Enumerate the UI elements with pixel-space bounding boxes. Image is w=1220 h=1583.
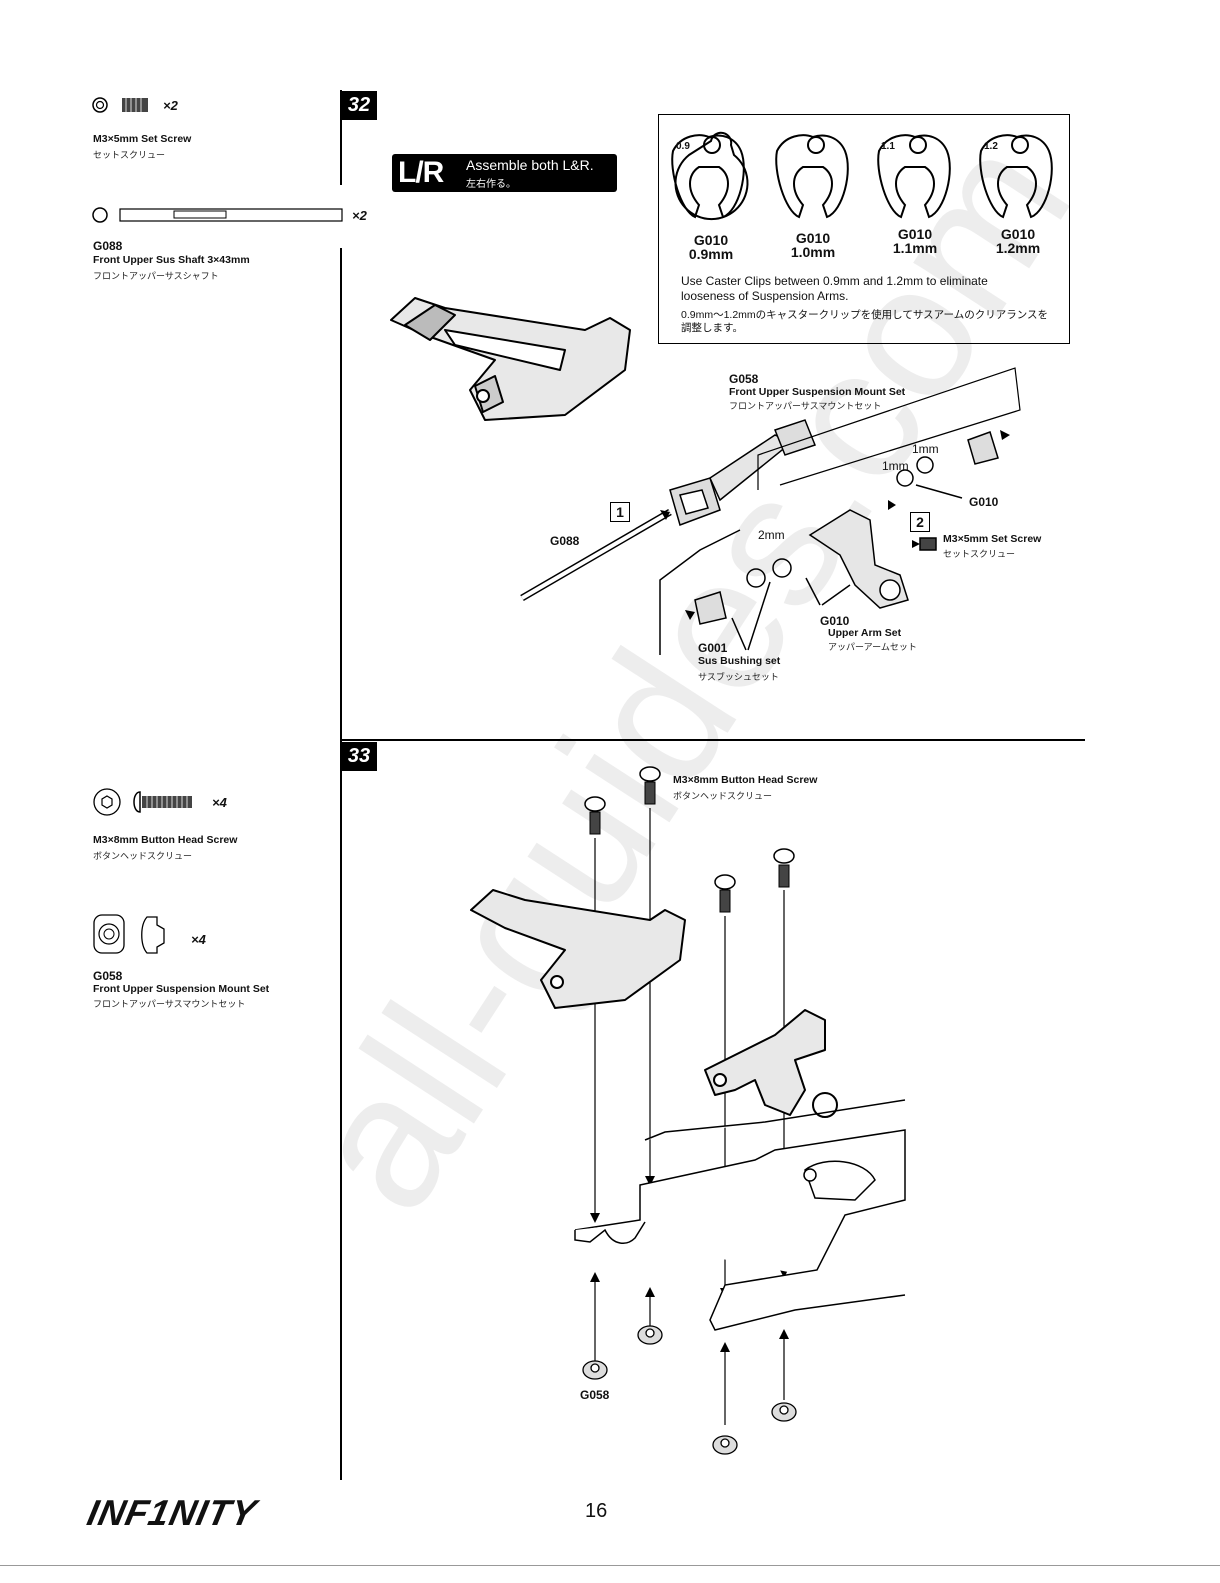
- lr-text-jp: 左右作る。: [466, 179, 516, 190]
- lr-mark: L/R: [398, 156, 444, 189]
- bushing-name: Sus Bushing set: [698, 655, 781, 667]
- clip-1-2-code: G010: [1000, 226, 1036, 242]
- clip-0-9-code: G010: [693, 232, 729, 248]
- clip-1-0-size: 1.0mm: [790, 244, 836, 260]
- clip-0-9-label: G010 0.9mm: [676, 233, 746, 261]
- g088-label: G088: [550, 534, 580, 548]
- lr-text-en: Assemble both L&R.: [466, 157, 594, 173]
- g058-code-label: G058: [729, 372, 759, 386]
- shaft-code: G088: [93, 239, 123, 253]
- clip-1-2-size: 1.2mm: [995, 240, 1041, 256]
- clip-note-en: Use Caster Clips between 0.9mm and 1.2mm…: [681, 274, 988, 303]
- mount-set-code: G058: [93, 969, 123, 983]
- g058-name-label: Front Upper Suspension Mount Set: [729, 386, 906, 398]
- step-callout-1: 1: [610, 502, 630, 522]
- button-head-screw-jp: ボタンヘッドスクリュー: [93, 851, 193, 861]
- button-head-screw-icon: [93, 788, 192, 816]
- set-screw-icon: [92, 97, 148, 113]
- g010-clip-label: G010: [969, 495, 999, 509]
- setscrew-callout-name: M3×5mm Set Screw: [943, 533, 1042, 545]
- clip-1-2-label: G010 1.2mm: [983, 227, 1053, 255]
- assemble-both-banner: L/R Assemble both L&R. 左右作る。: [392, 154, 617, 192]
- bushing-code: G001: [698, 641, 728, 655]
- bushing-jp: サスブッシュセット: [698, 672, 779, 682]
- caster-clips-illustration: [671, 131, 1053, 221]
- shaft-name: Front Upper Sus Shaft 3×43mm: [93, 254, 250, 266]
- upper-arm-code: G010: [820, 614, 850, 628]
- clip-tag-1-1: 1.1: [881, 141, 895, 152]
- set-screw-qty: ×2: [163, 98, 178, 113]
- infinity-logo: INF1NITY: [83, 1492, 261, 1533]
- clip-2mm-label: 2mm: [758, 528, 785, 542]
- clip-1-1-label: G010 1.1mm: [880, 227, 950, 255]
- clip-1-0-label: G010 1.0mm: [778, 231, 848, 259]
- mount-set-name: Front Upper Suspension Mount Set: [93, 983, 270, 995]
- step33-chassis-diagram: [470, 766, 906, 1455]
- mount-set-icon: [93, 914, 165, 954]
- clip-1-1-size: 1.1mm: [892, 240, 938, 256]
- set-screw-name: M3×5mm Set Screw: [93, 133, 192, 145]
- step-33-badge: 33: [341, 742, 377, 771]
- step32-exploded-diagram: [520, 367, 1021, 655]
- step-callout-2: 2: [910, 512, 930, 532]
- setscrew-callout-jp: セットスクリュー: [943, 549, 1016, 559]
- button-head-screw-qty: ×4: [212, 795, 227, 810]
- mount-set-jp: フロントアッパーサスマウントセット: [93, 999, 246, 1009]
- upper-arm-name: Upper Arm Set: [828, 627, 902, 639]
- caster-clip-box: 0.9 1.1 1.2 G010 0.9mm G010 1.0mm G010 1…: [658, 114, 1070, 344]
- step33-screw-jp: ボタンヘッドスクリュー: [673, 791, 773, 801]
- step33-screw-label: M3×8mm Button Head Screw: [673, 774, 818, 786]
- clip-note-jp: 0.9mm〜1.2mmのキャスタークリップを使用してサスアームのクリアランスを調…: [681, 309, 1048, 334]
- shaft-qty: ×2: [352, 208, 367, 223]
- shaft-jp: フロントアッパーサスシャフト: [93, 271, 219, 281]
- mount-set-qty: ×4: [191, 932, 206, 947]
- step33-g058-label: G058: [580, 1388, 610, 1402]
- button-head-screw-name: M3×8mm Button Head Screw: [93, 834, 238, 846]
- page-number: 16: [585, 1500, 608, 1522]
- bottom-rule: [0, 1565, 1220, 1566]
- clip-tag-1-2: 1.2: [984, 141, 998, 152]
- clip-0-9-size: 0.9mm: [688, 246, 734, 262]
- step-32-badge: 32: [341, 91, 377, 120]
- step32-assembled-arm-illustration: [390, 297, 631, 421]
- clip-1mm-label-a: 1mm: [912, 442, 939, 456]
- clip-1-1-code: G010: [897, 226, 933, 242]
- step-divider: [340, 739, 1085, 741]
- clip-1mm-label-b: 1mm: [882, 459, 909, 473]
- set-screw-jp: セットスクリュー: [93, 150, 166, 160]
- g058-jp-label: フロントアッパーサスマウントセット: [729, 401, 882, 411]
- left-divider-top: [340, 90, 342, 185]
- shaft-icon: [92, 207, 343, 223]
- left-divider: [340, 248, 342, 1480]
- clip-tag-0-9: 0.9: [676, 141, 690, 152]
- upper-arm-jp: アッパーアームセット: [828, 642, 917, 652]
- clip-1-0-code: G010: [795, 230, 831, 246]
